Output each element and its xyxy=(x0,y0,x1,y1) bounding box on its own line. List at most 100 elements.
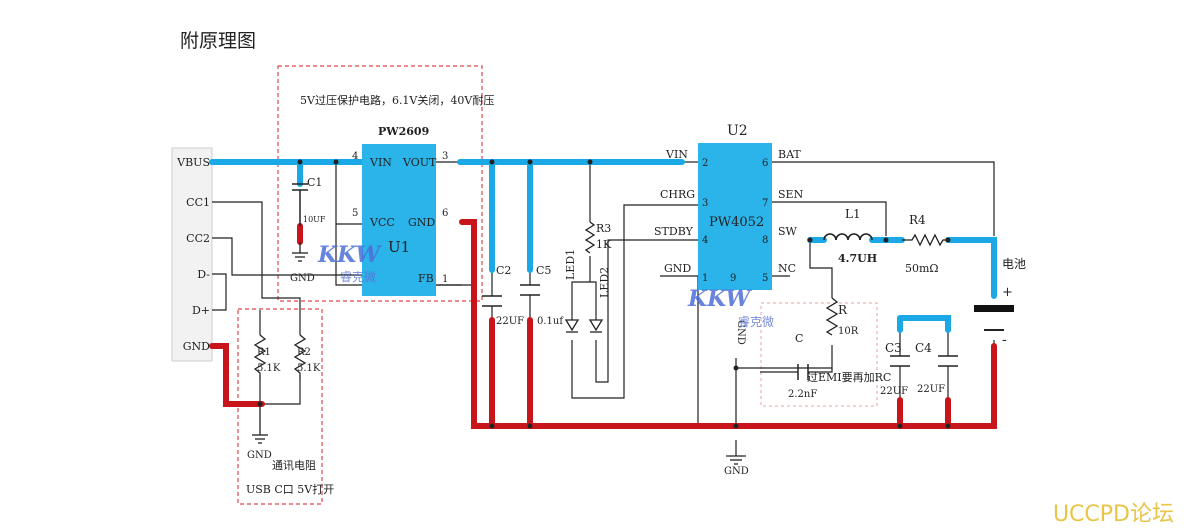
u2-num-vin: 2 xyxy=(702,158,708,169)
c2-c5-capacitors xyxy=(482,284,540,307)
c1-ref: C1 xyxy=(307,176,322,189)
u2-num-gnd: 1 xyxy=(702,273,708,284)
r4-ref: R4 xyxy=(909,213,926,227)
u2-pin-sen: SEN xyxy=(778,188,804,201)
battery-symbol xyxy=(974,305,1014,331)
battery-plus: + xyxy=(1002,285,1013,300)
r-emi-resistor xyxy=(825,297,839,336)
u2-pin-nc: NC xyxy=(778,262,796,275)
c-value: 2.2nF xyxy=(788,389,817,400)
u1-chip xyxy=(362,144,436,296)
u2-pin-bat: BAT xyxy=(778,148,801,161)
protection-dashed-box xyxy=(277,65,483,302)
u2-labels: U2 PW4052 VIN CHRG STDBY GND BAT SEN SW … xyxy=(654,123,804,284)
r1-resistor xyxy=(253,334,267,380)
l1-value: 4.7UH xyxy=(838,252,877,265)
pin-cc2: CC2 xyxy=(186,232,210,245)
u2-part: PW4052 xyxy=(709,215,764,230)
r3-value: 1K xyxy=(596,238,612,251)
gnd-label-c1: GND xyxy=(290,273,315,284)
u1-pin-vout: VOUT xyxy=(402,156,437,169)
u1-pin-fb: FB xyxy=(418,272,434,285)
svg-text:KKW: KKW xyxy=(687,286,752,312)
page-title: 附原理图 xyxy=(180,30,257,52)
cc-note-line2: USB C口 5V打开 xyxy=(246,482,334,496)
u2-pin-vin: VIN xyxy=(665,148,688,161)
u1-pin-vcc: VCC xyxy=(369,216,395,229)
u1-labels: 5V过压保护电路，6.1V关闭，40V耐压 PW2609 VIN VOUT VC… xyxy=(300,93,494,285)
r2-resistor xyxy=(293,334,307,380)
protection-note: 5V过压保护电路，6.1V关闭，40V耐压 xyxy=(300,93,494,107)
c5-ref: C5 xyxy=(536,264,551,277)
emi-dashed-box xyxy=(760,302,878,407)
resistors xyxy=(253,221,948,380)
l1-ref: L1 xyxy=(845,207,861,221)
battery-label: 电池 xyxy=(1002,257,1026,271)
u1-num-fb: 1 xyxy=(442,274,448,285)
u1-num-vin: 4 xyxy=(352,151,358,162)
pin-d-minus: D- xyxy=(197,268,210,281)
u1-part: PW2609 xyxy=(378,125,429,138)
r1-value: 5.1K xyxy=(257,363,281,374)
connector-labels: VBUS CC1 CC2 D- D+ GND xyxy=(176,156,210,353)
u2-num-sen: 7 xyxy=(762,198,768,209)
c1-capacitor xyxy=(292,183,308,226)
pin-d-plus: D+ xyxy=(192,304,210,317)
led2-ref: LED2 xyxy=(598,267,611,298)
c-ref: C xyxy=(795,332,803,345)
u1-num-vout: 3 xyxy=(442,151,448,162)
u2-num-nc: 5 xyxy=(762,273,768,284)
cc-resistor-dashed-box xyxy=(237,308,323,505)
u2-pin-stdby: STDBY xyxy=(654,225,694,238)
site-watermark: UCCPD论坛 xyxy=(1052,502,1174,527)
emi-note: 过EMI要再加RC xyxy=(807,371,891,384)
u2-num-bat: 6 xyxy=(762,158,768,169)
c-emi-capacitor xyxy=(797,364,809,380)
c4-ref: C4 xyxy=(915,341,932,355)
gnd-symbols xyxy=(252,242,746,465)
r1-ref: R1 xyxy=(257,347,271,358)
u2-num-pad: 9 xyxy=(730,273,736,284)
led1-ref: LED1 xyxy=(564,249,577,280)
kkw-logo-2: KKW 睿克微 xyxy=(687,286,774,329)
svg-text:睿克微: 睿克微 xyxy=(738,314,774,329)
pin-vbus: VBUS xyxy=(176,156,210,169)
u1-num-vcc: 5 xyxy=(352,208,358,219)
r4-value: 50mΩ xyxy=(905,262,939,275)
battery-minus: - xyxy=(1002,332,1007,348)
c4-value: 22UF xyxy=(917,384,945,395)
u1-num-gnd: 6 xyxy=(442,208,448,219)
u2-designator: U2 xyxy=(727,123,748,139)
r3-resistor xyxy=(584,221,596,254)
u2-chip xyxy=(698,143,772,290)
c2-ref: C2 xyxy=(496,264,511,277)
u2-num-stdby: 4 xyxy=(702,235,708,246)
c2-value: 22UF xyxy=(496,316,524,327)
u2-pin-chrg: CHRG xyxy=(660,188,695,201)
gnd-label-pad: GND xyxy=(735,320,746,345)
gnd-label-cc: GND xyxy=(247,450,272,461)
r-value: 10R xyxy=(838,326,859,337)
u1-pin-vin: VIN xyxy=(369,156,392,169)
r2-ref: R2 xyxy=(297,347,311,358)
c3-ref: C3 xyxy=(885,341,902,355)
usb-connector-body xyxy=(171,147,213,362)
u1-designator: U1 xyxy=(388,238,410,256)
svg-text:KKW: KKW xyxy=(317,242,382,268)
u2-num-sw: 8 xyxy=(762,235,768,246)
pin-cc1: CC1 xyxy=(186,196,210,209)
pin-gnd: GND xyxy=(183,340,210,353)
junction-dots xyxy=(257,159,951,429)
kkw-logo-1: KKW 睿克微 xyxy=(317,242,382,284)
c5-value: 0.1uf xyxy=(537,316,564,327)
led-diodes xyxy=(564,319,604,333)
ground-net xyxy=(209,219,997,429)
u2-num-chrg: 3 xyxy=(702,198,708,209)
svg-text:睿克微: 睿克微 xyxy=(340,269,376,284)
u1-pin-gnd: GND xyxy=(408,216,435,229)
c3-value: 22UF xyxy=(880,386,908,397)
r2-value: 5.1K xyxy=(297,363,321,374)
r-ref: R xyxy=(838,303,848,317)
